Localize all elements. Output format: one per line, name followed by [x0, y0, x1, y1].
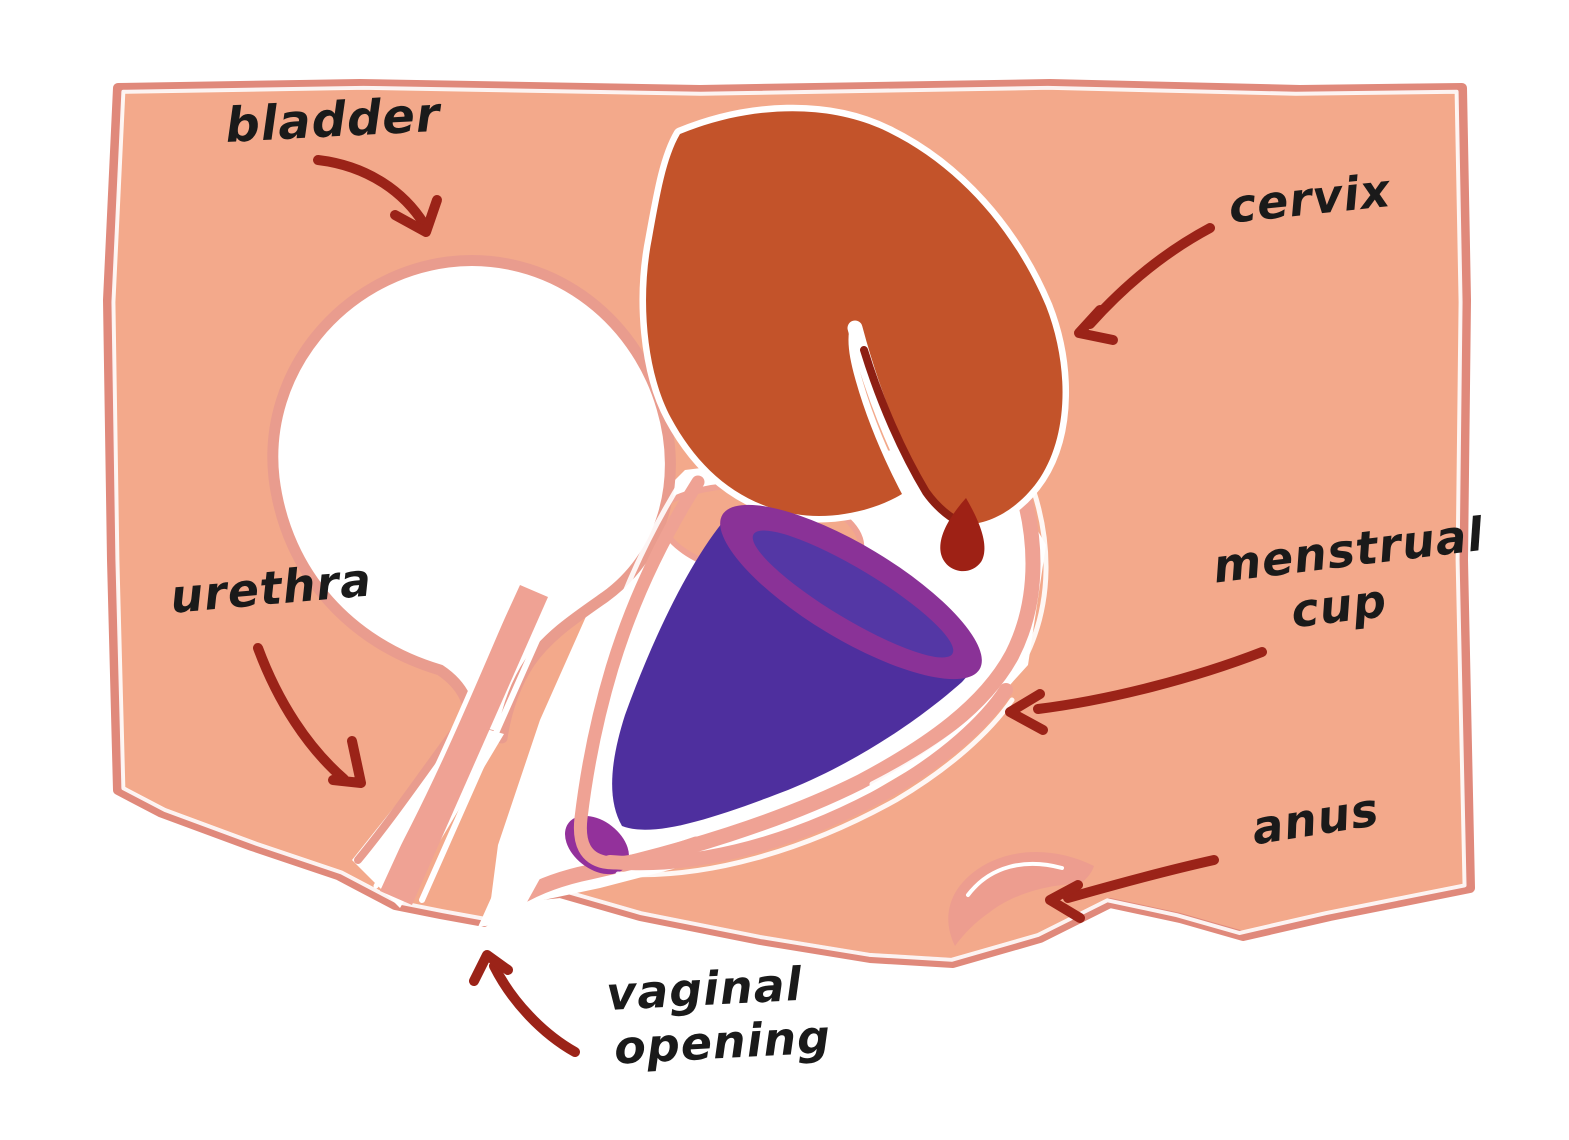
vaginal-opening-arrow-shaft — [489, 961, 580, 1057]
canal-wall-posterior — [507, 454, 1041, 908]
vaginal-opening-arrow — [469, 950, 580, 1057]
menstrual-cup-arrow — [1005, 647, 1267, 735]
bladder-arrow — [313, 155, 442, 237]
urethra-gap-left — [373, 587, 517, 889]
label-vaginal-opening: vaginal opening — [588, 956, 833, 1076]
cervix-arrow — [1074, 223, 1215, 345]
bladder-arrow-head — [390, 195, 442, 237]
cup-rim-opening — [752, 530, 954, 658]
vaginal-opening-notch — [478, 856, 548, 927]
label-bladder: bladder — [224, 86, 442, 154]
uterus-body — [646, 111, 1063, 525]
bladder-arrow-shaft — [313, 155, 429, 229]
urethra-channel — [380, 585, 548, 905]
canal-wall-anterior-gap — [567, 471, 689, 813]
menstrual-cup-arrow-head — [1005, 689, 1048, 735]
urethra-gap-right — [419, 599, 557, 903]
cervix-arrow-head — [1074, 305, 1118, 345]
torso-border-inner-gap — [111, 85, 1467, 962]
urethra-arrow-head — [328, 736, 366, 788]
canal-lumen-anterior — [490, 618, 618, 924]
canal-wall-under-cup — [603, 683, 1013, 871]
blood-drop — [940, 498, 985, 572]
anus-fold-gap — [966, 861, 1064, 897]
torso-border — [103, 79, 1475, 968]
urethra-arrow — [253, 643, 366, 788]
uterus-group — [639, 104, 1069, 533]
anus-group — [948, 852, 1094, 946]
menstrual-cup-group — [565, 504, 982, 875]
anus-fold — [948, 852, 1094, 946]
canal-wall-under-cup-gap — [615, 697, 1015, 878]
canal-wall-posterior-gap — [869, 467, 1049, 787]
vaginal-opening-arrow-head — [469, 950, 513, 986]
urethra-arrow-shaft — [253, 643, 349, 784]
anus-arrow-head — [1045, 880, 1085, 923]
label-vaginal-opening-line2: opening — [612, 1009, 833, 1075]
anus-arrow — [1045, 855, 1219, 923]
anus-arrow-shaft — [1063, 855, 1219, 903]
menstrual-cup-arrow-shaft — [1033, 647, 1267, 714]
cervical-canal-line — [860, 346, 958, 523]
